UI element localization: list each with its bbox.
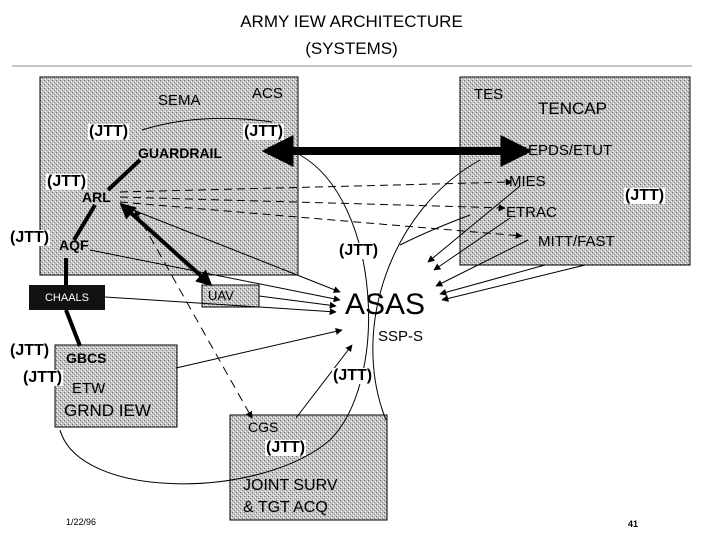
footer-date: 1/22/96 [66, 517, 97, 527]
diagram-title: ARMY IEW ARCHITECTURE [240, 12, 463, 31]
chaals-box: CHAALS [29, 285, 105, 310]
joint-surv-label: JOINT SURV [243, 477, 338, 494]
ssp-label: SSP-S [378, 328, 424, 345]
jtt-label-center-upper: (JTT) [338, 242, 380, 259]
cgs-box [229, 414, 388, 521]
guardrail-arl-thick [106, 158, 142, 192]
uav-label: UAV [208, 288, 234, 303]
etrac-asas-link [433, 217, 511, 271]
right-asas-link-a [439, 264, 546, 296]
etw-label: ETW [72, 380, 106, 397]
aqf-label: AQF [59, 237, 89, 253]
gbcs-asas-link [175, 327, 343, 369]
jtt-label-etw: (JTT) [22, 369, 64, 386]
arl-cgs-dashed [134, 209, 253, 419]
sema-label: SEMA [158, 92, 201, 109]
jtt-label-cgs: (JTT) [265, 439, 307, 456]
etrac-label: ETRAC [506, 204, 557, 221]
asas-label: ASAS [345, 288, 426, 321]
arl-aqf-thick [72, 203, 97, 242]
mitt-label: MITT/FAST [538, 233, 615, 250]
epds-label: EPDS/ETUT [528, 142, 613, 159]
jtt-label-center-lower: (JTT) [332, 367, 374, 384]
jtt-label-left-b: (JTT) [243, 123, 285, 140]
acs-label: ACS [252, 85, 283, 102]
tgt-acq-label: & TGT ACQ [243, 499, 328, 516]
cgs-label: CGS [248, 419, 279, 435]
arl-label: ARL [82, 189, 111, 205]
guardrail-label: GUARDRAIL [138, 145, 222, 161]
gbcs-label: GBCS [66, 350, 107, 366]
mies-asas-link [427, 185, 521, 263]
jtt-label-arl: (JTT) [46, 173, 88, 190]
jtt-label-aqf: (JTT) [9, 229, 51, 246]
right-asas-link-b [441, 264, 586, 302]
chaals-gbcs-thick [64, 309, 82, 347]
cgs-asas-link [295, 344, 353, 419]
footer-page-number: 41 [628, 519, 639, 529]
diagram-subtitle: (SYSTEMS) [305, 39, 398, 58]
jtt-label-left-a: (JTT) [88, 123, 130, 140]
jtt-label-right: (JTT) [624, 187, 666, 204]
mitt-asas-link [435, 239, 529, 287]
uav-asas-link [258, 295, 337, 309]
tes-label: TES [474, 86, 504, 103]
mies-label: MIES [509, 173, 546, 190]
tencap-label: TENCAP [538, 99, 607, 118]
sema-acs-link [141, 117, 273, 131]
grnd-iew-label: GRND IEW [64, 401, 151, 420]
right-loop-arc [372, 159, 481, 421]
left-loop-arc [59, 154, 370, 485]
jtt-label-gbcs: (JTT) [9, 342, 51, 359]
right-link-arc [399, 214, 471, 246]
